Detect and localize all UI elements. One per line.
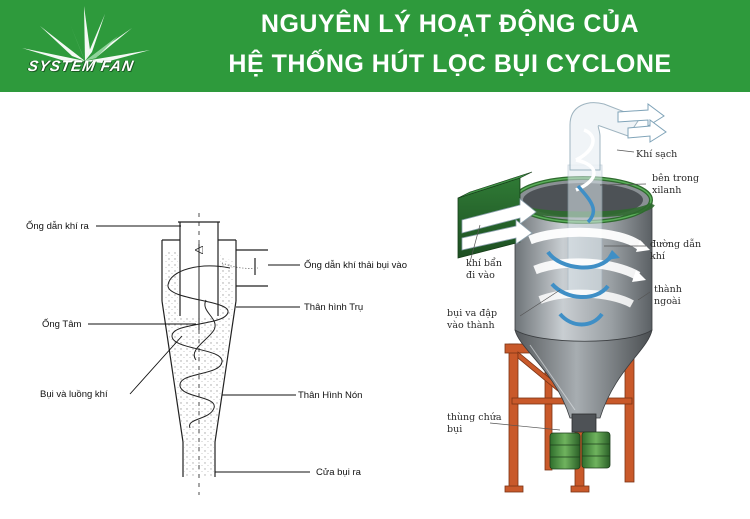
- page-title-line1: NGUYÊN LÝ HOẠT ĐỘNG CỦA: [260, 10, 640, 38]
- spiral-flow: [167, 265, 231, 429]
- label-outer-wall-2: ngoài: [654, 296, 681, 307]
- label-dust-hits-1: bụi va đập: [447, 308, 497, 319]
- page-title-line2: HỆ THỐNG HÚT LỌC BỤI CYCLONE: [228, 50, 672, 78]
- logo-text: SYSTEM FAN: [26, 58, 136, 75]
- label-dust-bin-2: bụi: [447, 424, 462, 435]
- clean-air-arrows-icon: [617, 103, 667, 143]
- header-banner: SYSTEM FAN NGUYÊN LÝ HOẠT ĐỘNG CỦA HỆ TH…: [0, 0, 750, 92]
- label-inside-cylinder-2: xilanh: [652, 185, 681, 196]
- label-outlet-pipe: Ống dẫn khí ra: [26, 220, 90, 232]
- label-path-1: đường dẫn: [650, 238, 701, 250]
- diagrams-area: Ống dẫn khí ra Ống dẫn khí thải bụi vào …: [26, 102, 701, 495]
- label-cylinder-body: Thân hình Trụ: [304, 302, 363, 313]
- label-inlet-pipe: Ống dẫn khí thải bụi vào: [304, 259, 407, 271]
- dust-bin-icon: [549, 431, 611, 470]
- label-dirty-air-1: khí bẩn: [466, 257, 502, 269]
- label-dust-hits-2: vào thành: [446, 320, 495, 331]
- label-dust-outlet: Cửa bụi ra: [316, 467, 362, 478]
- label-dirty-air-2: đi vào: [466, 270, 495, 281]
- label-dust-and-air: Bụi và luồng khí: [40, 389, 108, 400]
- label-path-2: khí: [650, 251, 666, 262]
- label-cone-body: Thân Hình Nón: [298, 390, 362, 401]
- label-clean-air: Khí sạch: [636, 149, 677, 160]
- label-inside-cylinder-1: bên trong: [652, 173, 699, 184]
- label-outer-wall-1: thành: [654, 284, 682, 295]
- right-cyclone-illustration: [457, 102, 667, 493]
- label-center-tube: Ống Tâm: [42, 318, 82, 330]
- logo-icon: [22, 6, 150, 63]
- label-dust-bin-1: thùng chứa: [447, 412, 502, 423]
